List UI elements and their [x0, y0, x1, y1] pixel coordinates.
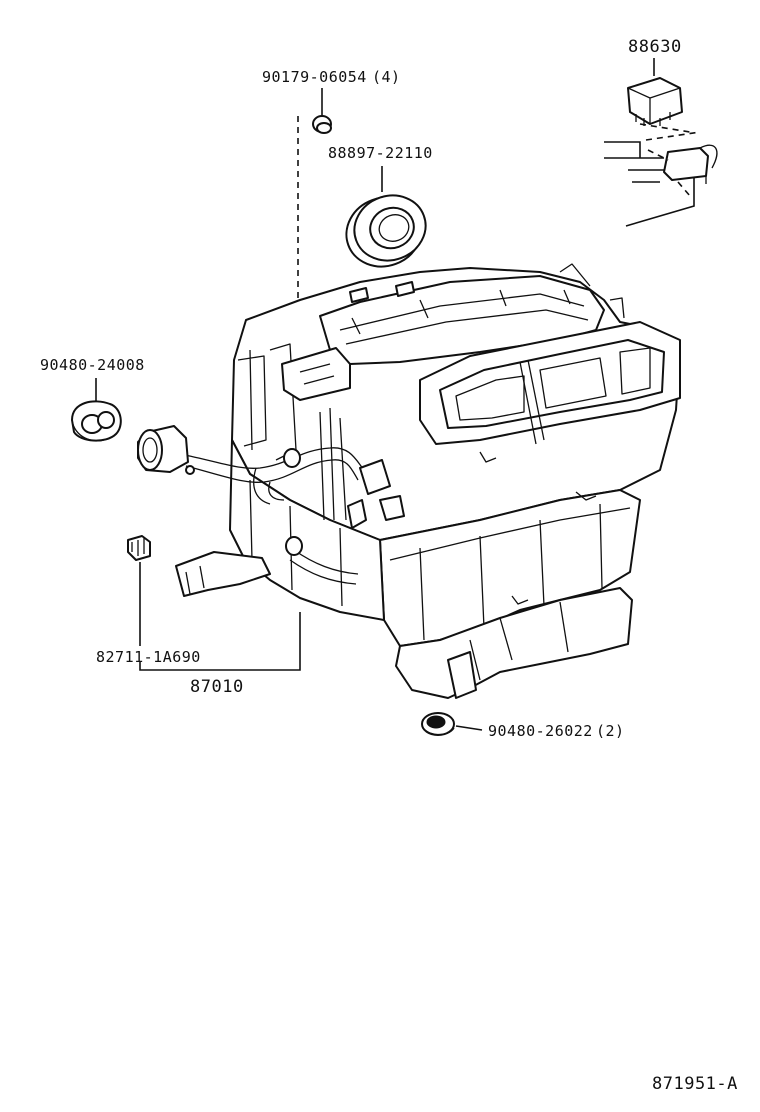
grommet-left-part [71, 400, 122, 442]
callout-grommet-bottom: 90480-26022 [488, 722, 593, 740]
seal-part [345, 194, 427, 268]
heater-unit-assembly [137, 263, 681, 699]
callout-unit: 87010 [190, 677, 244, 697]
callout-screw: 90179-06054 [262, 68, 367, 86]
relay-part [604, 77, 718, 227]
callout-grommet-bottom-qty: (2) [596, 722, 625, 740]
leader-grommet-bottom [455, 725, 483, 731]
callout-screw-qty: (4) [372, 68, 401, 86]
callout-seal: 88897-22110 [328, 144, 433, 162]
leader-unit [139, 612, 301, 671]
callout-grommet-left: 90480-24008 [40, 356, 145, 374]
callout-clip: 82711-1A690 [96, 648, 201, 666]
clip-part [127, 535, 151, 561]
screw-part [312, 115, 332, 134]
callout-relay: 88630 [628, 37, 682, 57]
grommet-bottom-part [421, 712, 455, 736]
figure-id: 871951-A [652, 1074, 738, 1094]
